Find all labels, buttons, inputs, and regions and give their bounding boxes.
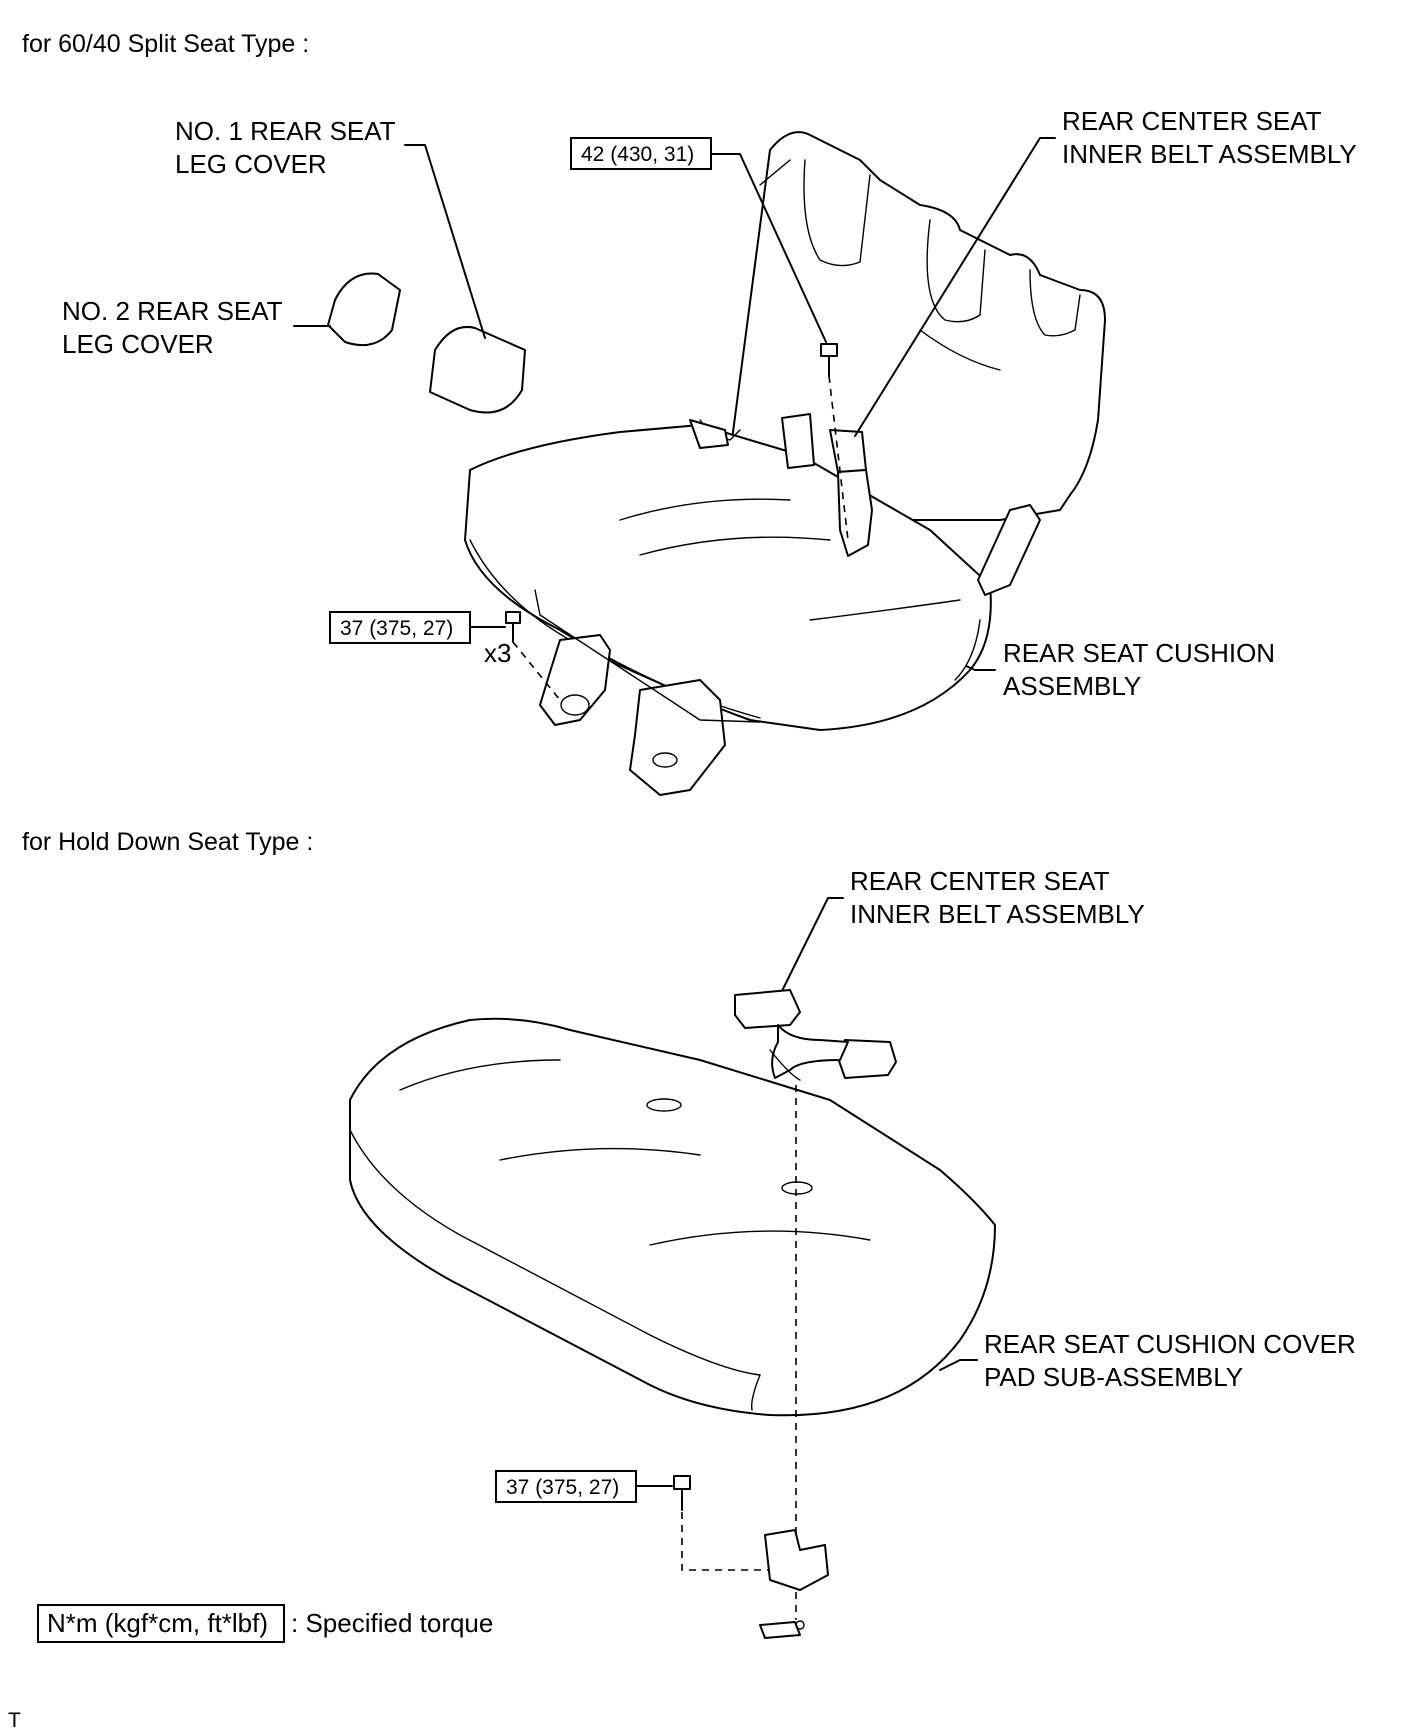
torque-box-37-bottom: 37 (375, 27) <box>495 1470 637 1503</box>
quantity-label: x3 <box>484 638 511 668</box>
seat-side-hinge <box>977 504 1041 596</box>
label-no2-line1: NO. 2 REAR SEAT <box>62 296 283 326</box>
svg-text:37 (375, 27): 37 (375, 27) <box>506 1476 619 1499</box>
bolt-icon <box>820 343 838 377</box>
label-cushion-line1: REAR SEAT CUSHION <box>1003 638 1275 668</box>
leader-line <box>965 665 996 671</box>
svg-text:37 (375, 27): 37 (375, 27) <box>340 617 453 640</box>
torque-legend: N*m (kgf*cm, ft*lbf) : Specified torque <box>37 1604 493 1643</box>
center-belt-buckle-bottom <box>734 989 897 1081</box>
bolt-icon <box>673 1475 691 1511</box>
legend-unit-box: N*m (kgf*cm, ft*lbf) <box>47 1608 268 1638</box>
leader-line <box>939 1359 978 1371</box>
torque-box-37-top: 37 (375, 27) <box>329 611 471 644</box>
svg-text:42 (430, 31): 42 (430, 31) <box>581 143 694 166</box>
bolt-icon <box>505 611 521 643</box>
label-cover-line1: REAR SEAT CUSHION COVER <box>984 1329 1356 1359</box>
label-belt-bottom-line2: INNER BELT ASSEMBLY <box>850 899 1145 929</box>
section-title-split: for 60/40 Split Seat Type : <box>22 30 309 58</box>
no1-leg-cover <box>429 326 526 414</box>
label-no1-line2: LEG COVER <box>175 149 327 179</box>
label-no2-line2: LEG COVER <box>62 329 214 359</box>
torque-box-42: 42 (430, 31) <box>570 137 712 170</box>
seat-leg-bracket-front <box>534 589 761 796</box>
label-belt-bottom-line1: REAR CENTER SEAT <box>850 866 1110 896</box>
section-title-hold: for Hold Down Seat Type : <box>22 828 313 856</box>
bolt-path-line <box>681 1512 790 1571</box>
seat-anchor-bracket <box>759 1529 829 1639</box>
leader-line <box>779 897 844 996</box>
seat-back <box>729 131 1106 521</box>
seat-lock-tab <box>689 419 729 449</box>
bolt-path-line <box>828 375 849 541</box>
leader-line <box>404 144 486 339</box>
label-cover-line2: PAD SUB-ASSEMBLY <box>984 1362 1243 1392</box>
legend-text: : Specified torque <box>291 1608 493 1638</box>
label-belt-top-line1: REAR CENTER SEAT <box>1062 106 1322 136</box>
no2-leg-cover <box>327 272 401 346</box>
cushion-cover-pad <box>349 1017 996 1417</box>
leader-line <box>854 137 1056 437</box>
label-no1-line1: NO. 1 REAR SEAT <box>175 116 396 146</box>
leader-line <box>710 153 827 343</box>
footer-mark: T <box>8 1709 21 1732</box>
label-belt-top-line2: INNER BELT ASSEMBLY <box>1062 139 1357 169</box>
label-cushion-line2: ASSEMBLY <box>1003 671 1141 701</box>
